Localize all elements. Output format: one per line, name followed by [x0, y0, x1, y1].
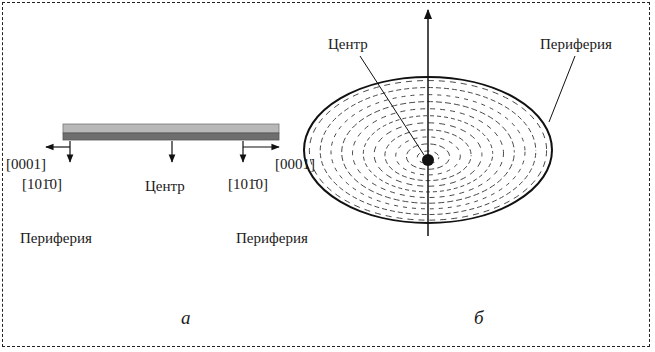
direction-label: [101̄0] — [228, 176, 268, 193]
panel-letter: б — [474, 308, 484, 329]
region-label: Периферия — [236, 230, 308, 247]
direction-label: [0001] — [275, 156, 315, 173]
direction-label: [101̄0] — [22, 176, 62, 193]
axis-arrow — [427, 10, 429, 236]
center-dot — [422, 154, 434, 166]
region-label: Периферия — [540, 36, 612, 53]
direction-arrow — [46, 146, 70, 147]
dashed-frame — [2, 2, 650, 347]
direction-label: [0001] — [6, 156, 46, 173]
leader-line — [360, 56, 424, 155]
direction-arrow — [242, 141, 243, 162]
region-label: Центр — [145, 178, 185, 195]
direction-arrow — [171, 141, 172, 162]
direction-arrow — [243, 146, 279, 147]
plate-top — [63, 124, 279, 133]
leader-line — [549, 56, 575, 122]
panel-letter: а — [181, 308, 191, 329]
direction-arrow — [69, 141, 70, 162]
plate-bottom — [63, 133, 279, 140]
region-label: Центр — [328, 36, 368, 53]
region-label: Периферия — [20, 230, 92, 247]
